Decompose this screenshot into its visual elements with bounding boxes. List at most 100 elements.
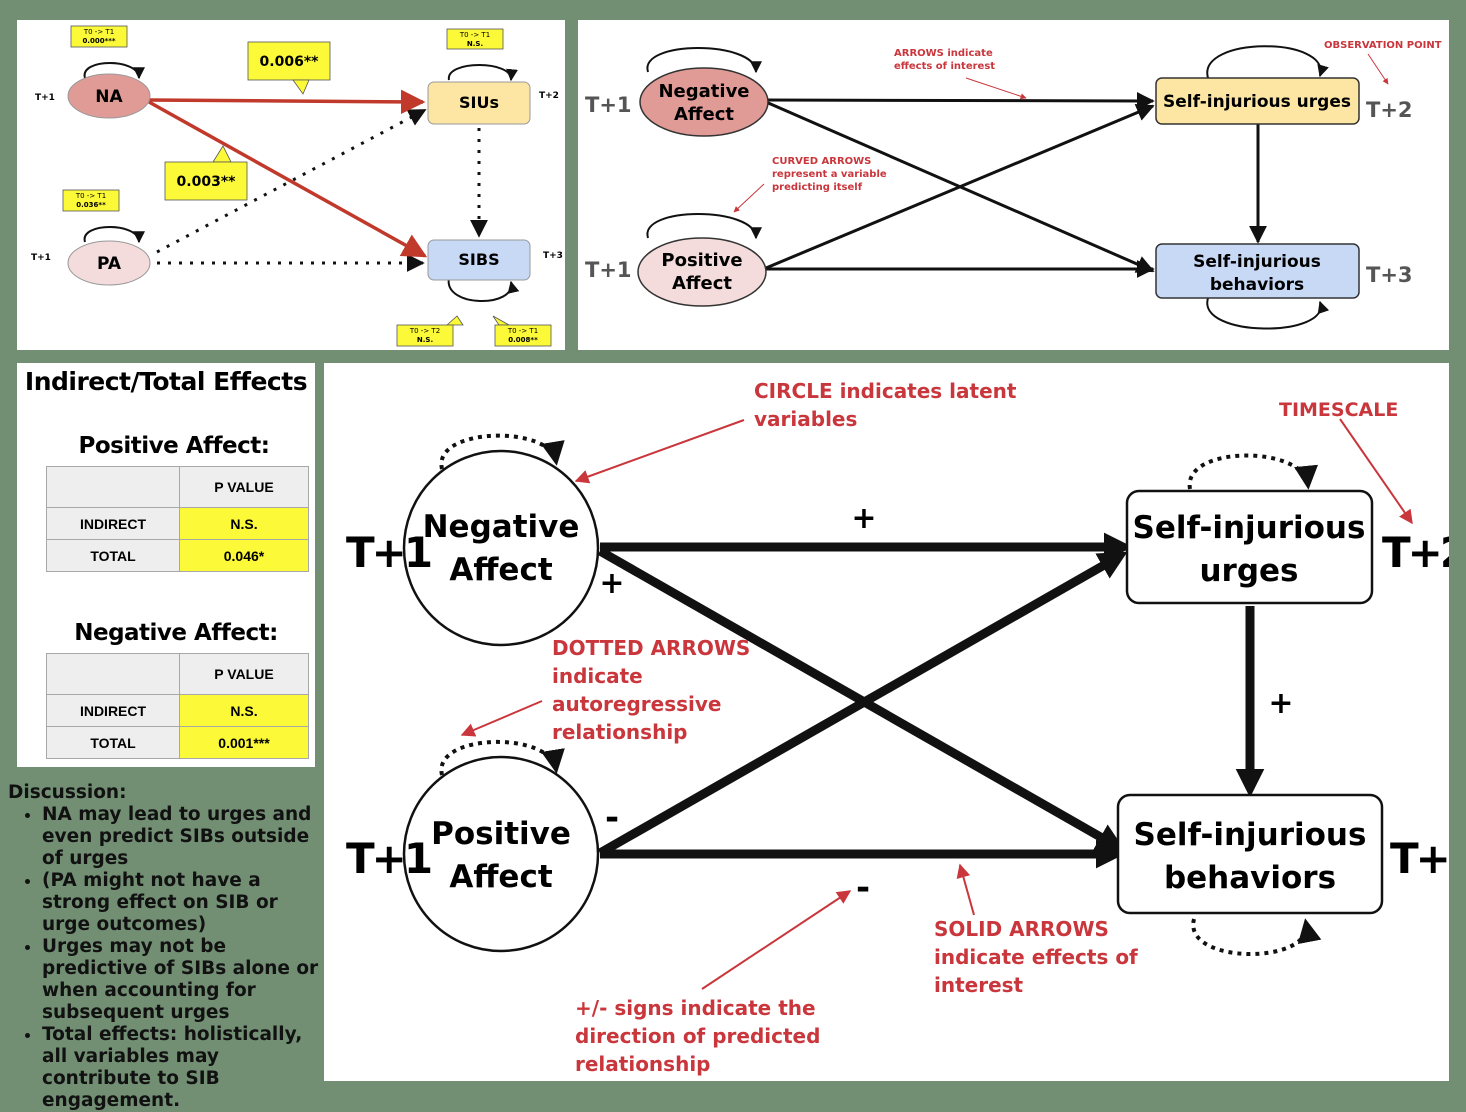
sem-results-panel: NA PA SIUs SIBS T+1 T+1 T+2 T+3 T0 -> T1… xyxy=(17,20,565,350)
table-cell xyxy=(46,653,180,695)
pa-time-label: T+1 xyxy=(31,253,51,263)
callout-line: T0 -> T1 xyxy=(75,192,106,200)
callout-line: 0.008** xyxy=(508,336,538,344)
na-node-label: Negative xyxy=(658,81,749,102)
siu-autoregressive-loop xyxy=(447,64,519,82)
na-to-siu-arrow xyxy=(148,89,426,115)
discussion-list: NA may lead to urges and even predict SI… xyxy=(8,804,326,1112)
solid-note: indicate effects of xyxy=(934,945,1138,969)
pa-time-label: T+1 xyxy=(346,834,431,883)
sib-node xyxy=(1155,243,1360,299)
callout-line: 0.000*** xyxy=(82,37,115,45)
sib-node-label: behaviors xyxy=(1164,860,1336,896)
sib-node-label: behaviors xyxy=(1210,275,1304,295)
dotted-note: autoregressive xyxy=(552,692,721,716)
sib-autoregressive-loop xyxy=(447,277,520,302)
callout-line: N.S. xyxy=(417,336,433,344)
sib-auto-left-callout: T0 -> T2 N.S. xyxy=(396,315,464,347)
sib-autoregressive-loop xyxy=(1206,297,1330,330)
siu-node-label: Self-injurious xyxy=(1133,510,1366,546)
sib-node-label: Self-injurious xyxy=(1134,817,1367,853)
table-header-pvalue: P VALUE xyxy=(179,653,309,695)
pa-auto-callout: T0 -> T1 0.036** xyxy=(62,189,120,212)
na-sib-sign: + xyxy=(599,566,624,601)
table-row-label: INDIRECT xyxy=(46,507,180,540)
sib-node-label: SIBS xyxy=(458,250,499,269)
siu-node-label: Self-injurious urges xyxy=(1163,92,1351,112)
coefficient-text: 0.003** xyxy=(177,174,237,190)
siu-sib-sign: + xyxy=(1268,686,1293,721)
discussion-item: (PA might not have a strong effect on SI… xyxy=(42,870,326,936)
dotted-note: DOTTED ARROWS xyxy=(552,636,750,660)
annotated-model-diagram: Negative Affect Positive Affect Self-inj… xyxy=(346,379,1466,1076)
curved-note: CURVED ARROWS xyxy=(772,156,871,167)
callout-line: T0 -> T2 xyxy=(409,327,440,335)
curved-note: predicting itself xyxy=(772,182,863,193)
na-time-label: T+1 xyxy=(585,93,632,117)
pa-node xyxy=(402,755,600,953)
na-time-label: T+1 xyxy=(35,93,55,103)
siu-node xyxy=(1155,77,1360,125)
table-row-label: TOTAL xyxy=(46,726,180,759)
arrows-note: ARROWS indicate xyxy=(894,48,993,59)
siu-auto-callout: T0 -> T1 N.S. xyxy=(446,28,504,50)
annotated-model-panel: Negative Affect Positive Affect Self-inj… xyxy=(324,363,1466,1081)
na-autoregressive-loop xyxy=(646,47,762,74)
siu-autoregressive-loop xyxy=(1206,45,1329,79)
callout-line: N.S. xyxy=(467,40,483,48)
table-row-value: N.S. xyxy=(179,694,309,727)
curved-note-pointer xyxy=(733,183,765,213)
na-node xyxy=(67,73,151,119)
discussion-item: NA may lead to urges and even predict SI… xyxy=(42,804,326,870)
curved-note: represent a variable xyxy=(772,169,887,180)
na-node-label: Affect xyxy=(449,552,553,588)
pa-to-siu-arrow xyxy=(765,103,1155,270)
discussion-section: Discussion: NA may lead to urges and eve… xyxy=(8,782,326,1112)
discussion-item: Total effects: holistically, all variabl… xyxy=(42,1024,326,1112)
pa-node xyxy=(637,237,767,307)
siu-time-label: T+2 xyxy=(539,91,559,101)
pa-node-label: Affect xyxy=(672,273,732,294)
na-to-sib-arrow xyxy=(148,100,428,258)
sib-auto-right-callout: T0 -> T1 0.008** xyxy=(492,315,552,347)
sib-time-label: T+3 xyxy=(1390,834,1449,883)
na-node-label: NA xyxy=(95,87,123,107)
pa-node-label: PA xyxy=(97,254,122,274)
na-siu-coefficient-callout: 0.006** xyxy=(247,41,331,95)
table-row-value: 0.001*** xyxy=(179,726,309,759)
na-autoregressive-loop xyxy=(439,433,565,470)
sib-time-label: T+3 xyxy=(543,251,563,261)
arrows-note: effects of interest xyxy=(894,61,995,72)
indirect-total-panel: Indirect/Total Effects Positive Affect: … xyxy=(17,363,315,767)
table-header-row: P VALUE xyxy=(46,466,309,508)
callout-line: T0 -> T1 xyxy=(507,327,538,335)
pa-node-label: Affect xyxy=(449,859,553,895)
na-time-label: T+1 xyxy=(346,528,431,577)
pa-node xyxy=(67,240,151,286)
na-node-label: Affect xyxy=(674,104,734,125)
discussion-item: Urges may not be predictive of SIBs alon… xyxy=(42,936,326,1024)
signs-note: relationship xyxy=(575,1052,711,1076)
pa-time-label: T+1 xyxy=(585,258,632,282)
dotted-note-pointer xyxy=(460,700,543,737)
observation-note-pointer xyxy=(1367,53,1389,85)
table-row-label: INDIRECT xyxy=(46,694,180,727)
discussion-title: Discussion: xyxy=(8,782,127,803)
callout-line: T0 -> T1 xyxy=(83,28,114,36)
pa-autoregressive-loop xyxy=(439,739,565,776)
coefficient-text: 0.006** xyxy=(260,54,320,70)
model-legend-panel: Negative Affect Positive Affect Self-inj… xyxy=(578,20,1449,350)
circle-note: CIRCLE indicates latent xyxy=(754,379,1017,403)
indirect-total-title: Indirect/Total Effects xyxy=(24,367,308,396)
na-siu-sign: + xyxy=(851,501,876,536)
sem-results-diagram: NA PA SIUs SIBS T+1 T+1 T+2 T+3 T0 -> T1… xyxy=(31,25,563,347)
na-node-label: Negative xyxy=(423,509,580,545)
sib-autoregressive-loop xyxy=(1191,918,1322,956)
table-row-value: N.S. xyxy=(179,507,309,540)
signs-note: direction of predicted xyxy=(575,1024,820,1048)
